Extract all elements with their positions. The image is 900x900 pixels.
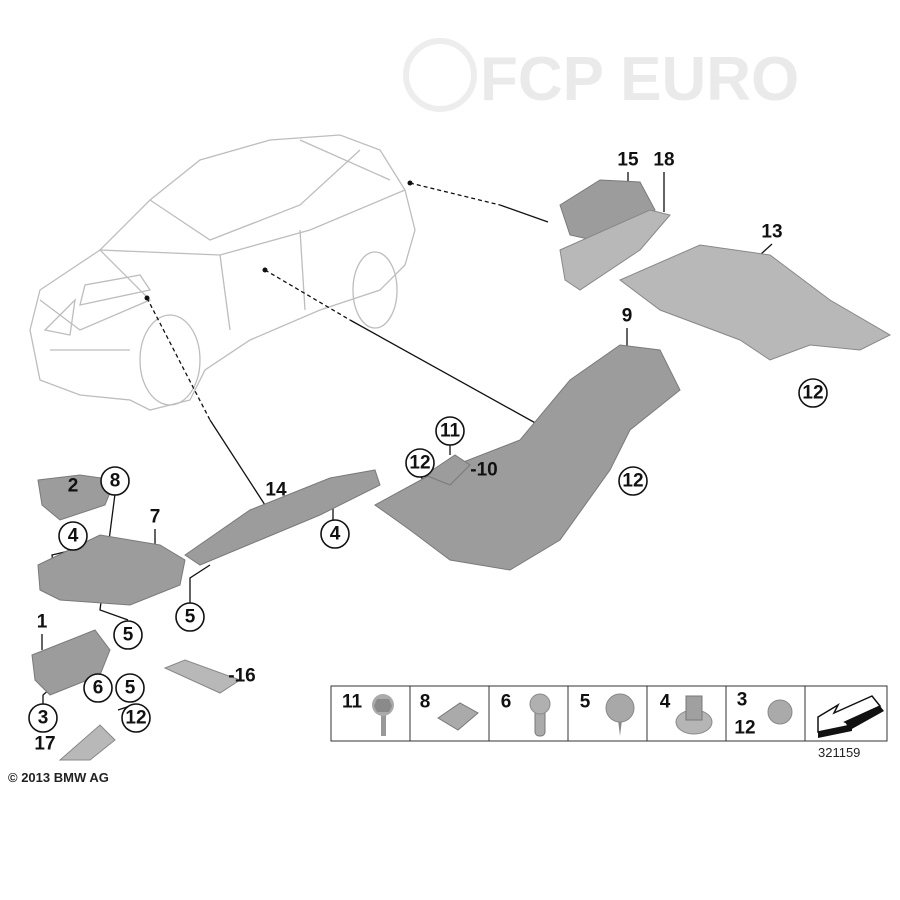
bracket-18 (559, 209, 671, 291)
callout-7: 7 (150, 507, 161, 528)
legend-label-8: 8 (420, 692, 431, 713)
callout-4: 4 (330, 524, 341, 545)
callout-12: 12 (409, 453, 430, 474)
heat-shield-14 (184, 469, 381, 566)
screw-icon (605, 693, 635, 736)
watermark: FCP EURO (403, 38, 799, 114)
callout-1: 1 (37, 612, 48, 633)
callout-12: 12 (622, 471, 643, 492)
heat-shield-16 (163, 659, 242, 694)
legend-label-3: 3 (737, 690, 748, 711)
callout-16: -16 (228, 666, 255, 687)
legend-label-11: 11 (342, 692, 363, 713)
legend-label-12: 12 (734, 718, 755, 739)
watermark-text: FCP EURO (480, 45, 799, 114)
callout-5: 5 (185, 607, 196, 628)
callout-17: 17 (34, 734, 55, 755)
callout-5: 5 (125, 678, 136, 699)
callouts: 15 18 13 9 12 11 12 -10 12 14 4 2 8 7 4 … (28, 150, 828, 755)
callout-9: 9 (622, 306, 633, 327)
clip-nut-icon (437, 702, 479, 731)
heat-shield-17 (58, 724, 116, 761)
hex-nut-icon (675, 695, 713, 735)
legend-label-6: 6 (501, 692, 512, 713)
callout-15: 15 (617, 150, 639, 171)
direction-arrow-icon (817, 695, 884, 738)
callout-2: 2 (68, 476, 79, 497)
callout-10: -10 (470, 460, 497, 481)
fastener-legend: 11 8 6 5 4 3 12 (330, 685, 888, 742)
copyright: © 2013 BMW AG (8, 770, 109, 785)
heat-shield-2 (37, 474, 116, 521)
bracket-10 (423, 454, 471, 486)
callout-5: 5 (123, 625, 134, 646)
reference-number: 321159 (818, 745, 860, 760)
vehicle-outline (29, 134, 416, 411)
speed-nut-icon (767, 699, 793, 725)
legend-label-4: 4 (660, 692, 671, 713)
underbody-panel-13 (619, 244, 892, 361)
callout-8: 8 (110, 471, 121, 492)
callout-13: 13 (761, 222, 782, 243)
callout-4: 4 (68, 526, 79, 547)
callout-6: 6 (93, 678, 104, 699)
tunnel-heat-shield-9 (374, 344, 681, 571)
callout-3: 3 (38, 708, 49, 729)
expanding-rivet-icon (529, 693, 551, 737)
callout-14: 14 (265, 480, 287, 501)
legend-label-5: 5 (580, 692, 591, 713)
callout-11: 11 (440, 421, 461, 442)
callout-18: 18 (653, 150, 674, 171)
callout-12: 12 (125, 708, 146, 729)
bolt-icon (372, 694, 394, 736)
callout-12: 12 (802, 383, 823, 404)
heat-shield-7 (37, 534, 186, 606)
